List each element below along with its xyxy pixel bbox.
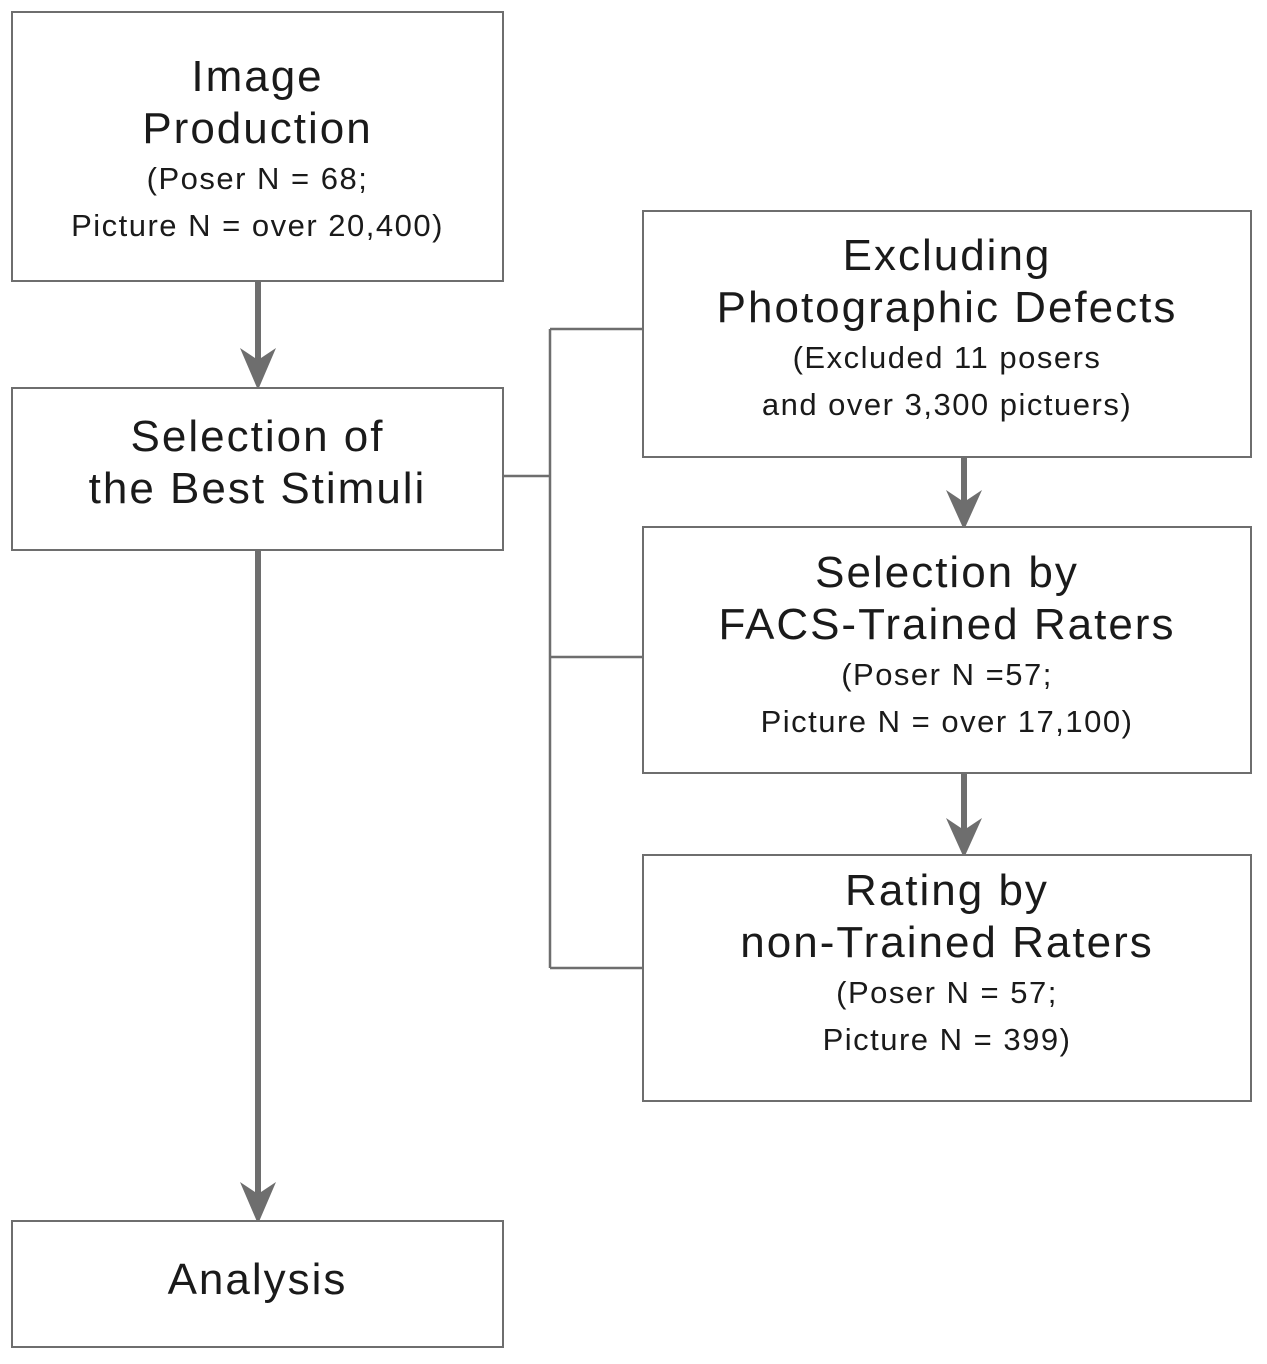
analysis-title: Analysis	[167, 1255, 348, 1304]
non-trained-rating-box: Rating by non-Trained Raters (Poser N = …	[642, 854, 1252, 1102]
image-production-detail-line2: Picture N = over 20,400)	[71, 207, 444, 243]
excluding-defects-box: Excluding Photographic Defects (Excluded…	[642, 210, 1252, 458]
rating-title-line2: non-Trained Raters	[740, 918, 1154, 967]
arrow-production-to-selection	[240, 282, 276, 390]
analysis-box: Analysis	[11, 1220, 504, 1348]
image-production-box: Image Production (Poser N = 68; Picture …	[11, 11, 504, 282]
bracket-connector	[504, 327, 642, 970]
rating-title-line1: Rating by	[845, 866, 1049, 915]
excluding-detail-line1: (Excluded 11 posers	[792, 340, 1102, 375]
facs-title-line1: Selection by	[815, 548, 1079, 597]
excluding-title-line1: Excluding	[842, 231, 1052, 280]
selection-best-stimuli-box: Selection of the Best Stimuli	[11, 387, 504, 551]
image-production-detail-line1: (Poser N = 68;	[146, 160, 369, 196]
facs-selection-box: Selection by FACS-Trained Raters (Poser …	[642, 526, 1252, 774]
facs-detail-line2: Picture N = over 17,100)	[760, 704, 1134, 739]
excluding-detail-line2: and over 3,300 pictuers)	[761, 387, 1133, 422]
facs-detail-line1: (Poser N =57;	[841, 657, 1053, 692]
arrow-excluding-to-facs	[946, 458, 982, 530]
arrow-selection-to-analysis	[240, 551, 276, 1224]
image-production-title-line1: Image	[191, 51, 324, 101]
selection-best-title-line2: the Best Stimuli	[88, 464, 427, 513]
arrow-facs-to-rating	[946, 774, 982, 858]
rating-detail-line2: Picture N = 399)	[822, 1022, 1072, 1057]
image-production-title-line2: Production	[142, 103, 373, 153]
selection-best-title-line1: Selection of	[130, 412, 385, 461]
rating-detail-line1: (Poser N = 57;	[836, 975, 1058, 1010]
excluding-title-line2: Photographic Defects	[716, 283, 1178, 332]
facs-title-line2: FACS-Trained Raters	[718, 600, 1176, 649]
